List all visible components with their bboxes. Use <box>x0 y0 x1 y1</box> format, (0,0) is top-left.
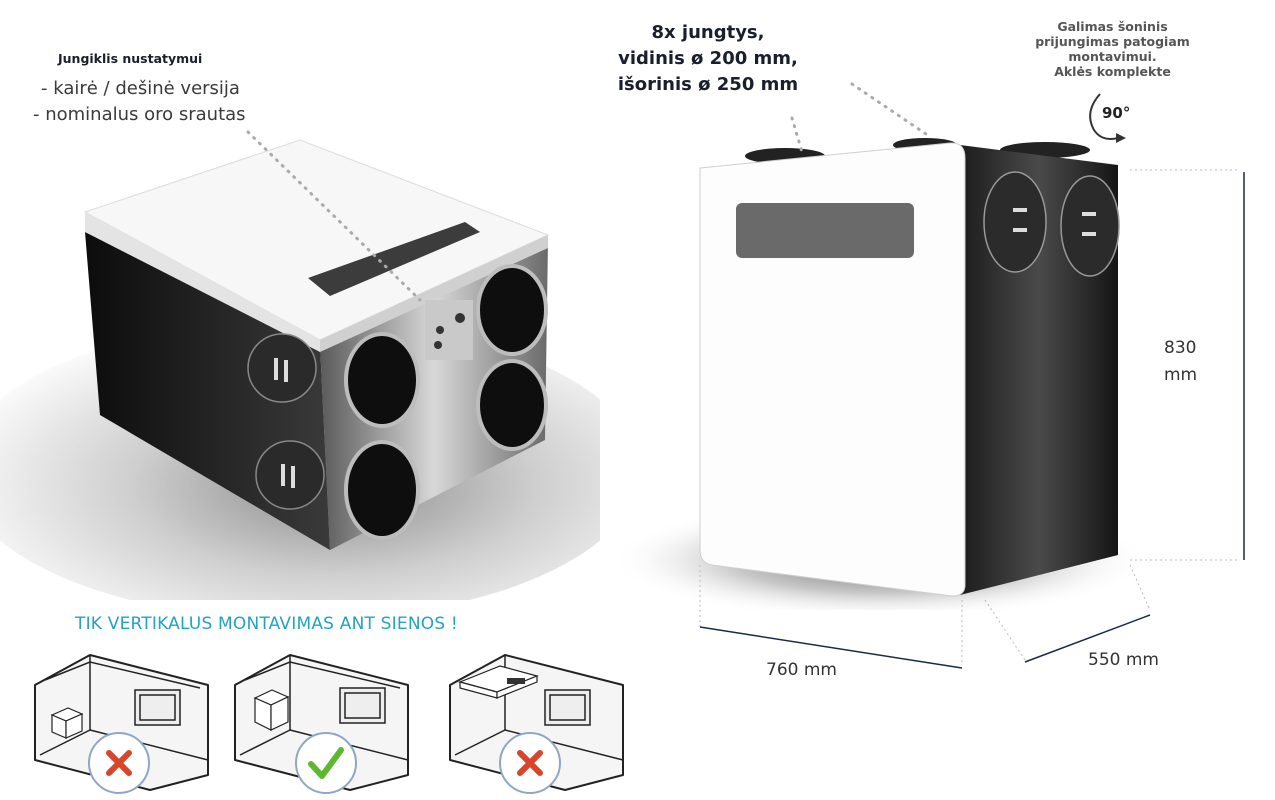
width-dimension: 760 mm <box>766 660 837 680</box>
dimension-lines <box>699 169 1245 669</box>
leader-line-switch <box>246 130 422 302</box>
side-note-line-2: prijungimas patogiam <box>1035 34 1190 49</box>
switch-callout-line-2: - nominalus oro srautas <box>33 104 246 125</box>
ventilation-unit-front-view <box>610 138 1150 610</box>
connections-line-1: 8x jungtys, <box>651 22 765 43</box>
switch-callout-title: Jungiklis nustatymui <box>58 51 203 66</box>
connections-callout: 8x jungtys, vidinis ø 200 mm, išorinis ø… <box>608 20 808 98</box>
height-dimension-value: 830 <box>1164 338 1197 358</box>
cross-icon <box>499 732 561 794</box>
switch-callout-line-1: - kairė / dešinė versija <box>41 78 240 99</box>
check-icon <box>295 732 357 794</box>
connections-line-2: vidinis ø 200 mm, <box>618 48 798 69</box>
room-illustration-floor <box>34 654 209 791</box>
connections-line-3: išorinis ø 250 mm <box>617 74 799 95</box>
side-note-line-4: Aklės komplekte <box>1054 64 1171 79</box>
side-connection-callout: Galimas šoninis prijungimas patogiam mon… <box>1030 19 1195 79</box>
depth-dimension: 550 mm <box>1088 650 1159 670</box>
side-note-line-3: montavimui. <box>1068 49 1157 64</box>
rotate-arrow-icon <box>1089 93 1126 143</box>
leader-lines-connections <box>790 82 928 154</box>
rotation-angle-label: 90° <box>1102 104 1131 122</box>
room-illustration-ceiling <box>449 654 624 791</box>
mounting-warning: TIK VERTIKALUS MONTAVIMAS ANT SIENOS ! <box>75 614 458 634</box>
cross-icon <box>88 732 150 794</box>
ventilation-unit-top-view <box>0 139 600 600</box>
height-dimension-unit: mm <box>1164 365 1198 385</box>
side-note-line-1: Galimas šoninis <box>1057 19 1168 34</box>
room-illustration-wall <box>234 654 409 791</box>
